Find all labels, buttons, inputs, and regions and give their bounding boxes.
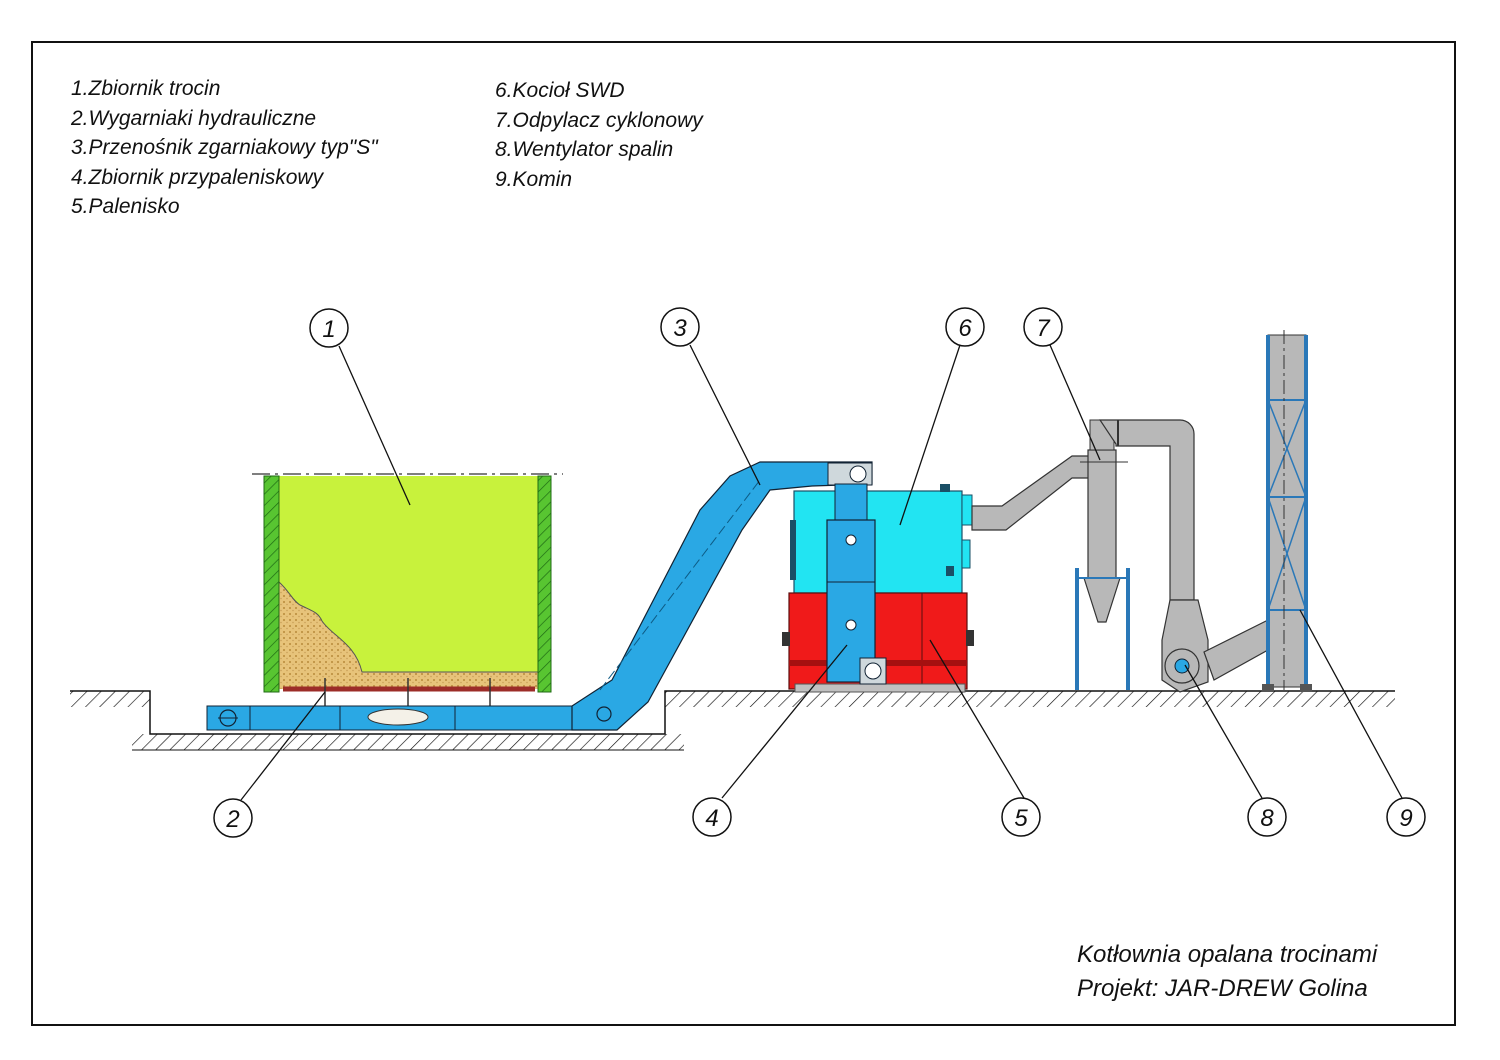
callout-4-label: 4 bbox=[705, 805, 718, 832]
callout-6: 6 bbox=[945, 307, 985, 347]
callouts: 1 2 3 4 5 6 7 8 bbox=[213, 307, 1426, 838]
drawing-frame bbox=[31, 41, 1456, 1026]
legend-item-5: 5.Palenisko bbox=[71, 195, 180, 218]
callout-leaders bbox=[240, 344, 1403, 801]
callout-4: 4 bbox=[692, 797, 732, 837]
callout-5-label: 5 bbox=[1014, 805, 1028, 832]
legend-item-2: 2.Wygarniaki hydrauliczne bbox=[71, 106, 317, 130]
title-line: Kotłownia opalana trocinami bbox=[1077, 941, 1378, 968]
legend-right: 6.Kocioł SWD 7.Odpylacz cyklonowy 8.Went… bbox=[495, 76, 703, 194]
callout-8-label: 8 bbox=[1260, 805, 1274, 832]
callout-9-label: 9 bbox=[1399, 805, 1412, 832]
project-line: Projekt: JAR-DREW Golina bbox=[1077, 975, 1368, 1002]
callout-9: 9 bbox=[1386, 797, 1426, 837]
callout-6-label: 6 bbox=[958, 315, 972, 342]
callout-1-label: 1 bbox=[322, 316, 335, 343]
legend-item-4: 4.Zbiornik przypaleniskowy bbox=[71, 165, 324, 189]
callout-3: 3 bbox=[660, 307, 700, 347]
legend-left: 1.Zbiornik trocin 2.Wygarniaki hydraulic… bbox=[71, 74, 378, 222]
chimney bbox=[1262, 330, 1312, 692]
legend-item-3: 3.Przenośnik zgarniakowy typ"S" bbox=[71, 136, 378, 159]
boiler bbox=[790, 484, 973, 594]
callout-7: 7 bbox=[1023, 307, 1063, 347]
flue-duct bbox=[1098, 419, 1195, 601]
callout-2-label: 2 bbox=[225, 806, 239, 833]
callout-1: 1 bbox=[309, 308, 349, 348]
title-block: Kotłownia opalana trocinami Projekt: JAR… bbox=[1077, 938, 1377, 1006]
legend-item-1: 1.Zbiornik trocin bbox=[71, 77, 221, 100]
callout-2: 2 bbox=[213, 798, 253, 838]
legend-item-6: 6.Kocioł SWD bbox=[495, 79, 625, 102]
callout-3-label: 3 bbox=[673, 315, 687, 342]
sawdust-tank bbox=[252, 473, 563, 706]
callout-7-label: 7 bbox=[1036, 315, 1051, 342]
ground bbox=[70, 690, 1395, 751]
cyclone-dust-collector bbox=[971, 419, 1130, 690]
legend-item-7: 7.Odpylacz cyklonowy bbox=[495, 108, 703, 132]
legend-item-9: 9.Komin bbox=[495, 167, 573, 191]
scraper-conveyor bbox=[206, 461, 873, 731]
callout-5: 5 bbox=[1001, 797, 1041, 837]
legend-item-8: 8.Wentylator spalin bbox=[495, 138, 674, 161]
pre-furnace-hopper bbox=[826, 483, 887, 685]
callout-8: 8 bbox=[1247, 797, 1287, 837]
